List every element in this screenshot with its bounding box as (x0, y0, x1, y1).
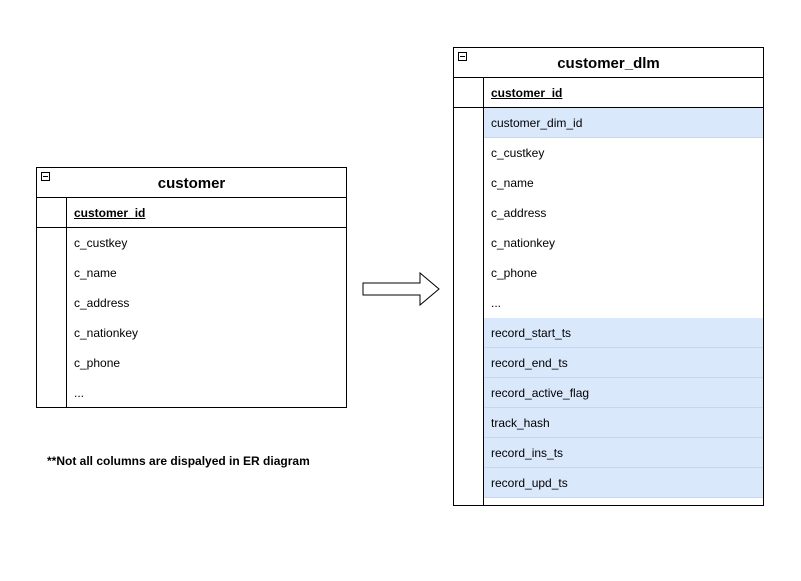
column-row[interactable]: record_ins_ts (484, 438, 763, 468)
entity-title: customer (157, 175, 226, 192)
column-row[interactable]: c_address (74, 296, 130, 310)
column-gutter (454, 108, 484, 505)
column-list: c_custkey c_name c_address c_nationkey c… (37, 228, 346, 407)
column-gutter (37, 228, 67, 407)
entity-title: customer_dlm (557, 55, 660, 72)
transform-arrow-icon (362, 271, 440, 307)
collapse-icon[interactable] (41, 172, 50, 181)
diagram-note: **Not all columns are dispalyed in ER di… (47, 454, 310, 468)
key-gutter (37, 198, 67, 227)
key-gutter (454, 78, 484, 107)
primary-key-label: customer_id (491, 86, 563, 100)
column-row[interactable]: customer_dim_id (484, 108, 763, 138)
column-row[interactable]: c_custkey (491, 146, 545, 160)
column-row[interactable]: record_upd_ts (484, 468, 763, 498)
column-row[interactable]: c_custkey (74, 236, 128, 250)
column-row[interactable]: ... (74, 386, 85, 400)
column-row[interactable]: c_name (491, 176, 534, 190)
column-row[interactable]: record_end_ts (484, 348, 763, 378)
primary-key-row[interactable]: customer_id (454, 78, 763, 108)
column-row[interactable]: ... (491, 296, 502, 310)
column-row[interactable]: c_nationkey (74, 326, 139, 340)
column-row[interactable]: track_hash (484, 408, 763, 438)
column-row[interactable]: record_start_ts (484, 318, 763, 348)
column-row[interactable]: c_phone (74, 356, 121, 370)
customer-entity[interactable]: customer customer_id c_custkey c_name c_… (36, 167, 347, 408)
column-row[interactable]: record_active_flag (484, 378, 763, 408)
column-row[interactable]: c_phone (491, 266, 538, 280)
column-row[interactable]: c_name (74, 266, 117, 280)
entity-header: customer (37, 168, 346, 198)
column-row[interactable]: c_address (491, 206, 547, 220)
primary-key-label: customer_id (74, 206, 146, 220)
primary-key-row[interactable]: customer_id (37, 198, 346, 228)
column-row[interactable]: c_nationkey (491, 236, 556, 250)
entity-header: customer_dlm (454, 48, 763, 78)
collapse-icon[interactable] (458, 52, 467, 61)
customer-dlm-entity[interactable]: customer_dlm customer_id customer_dim_id… (453, 47, 764, 506)
